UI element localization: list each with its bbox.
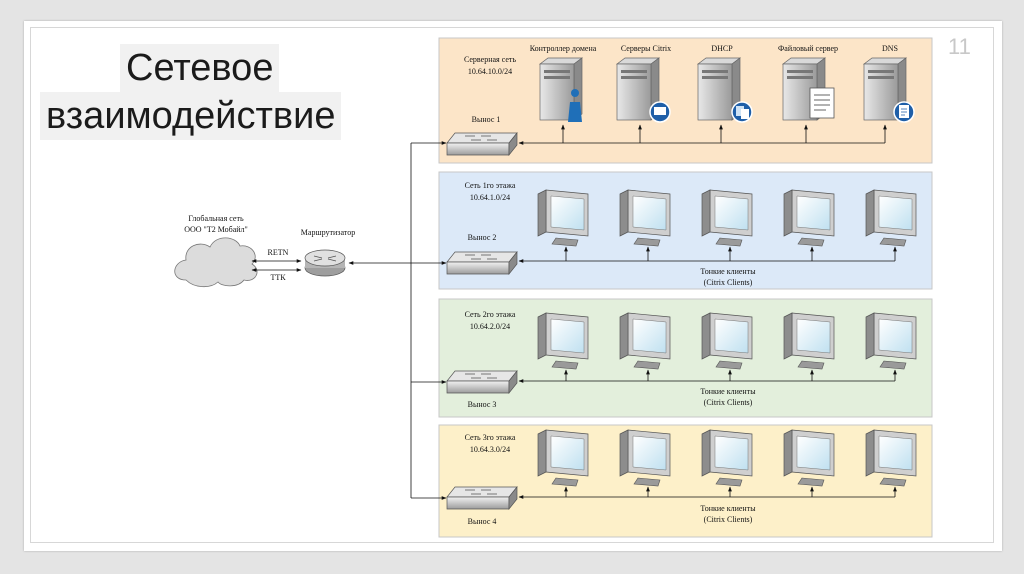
switch-icon	[446, 251, 518, 275]
device-label-citrix-servers: Серверы Citrix	[620, 44, 672, 53]
slide-title-line-1: Сетевое	[120, 44, 280, 92]
switch-3-label: Вынос 3	[467, 400, 497, 409]
zone-floor-1-subnet: 10.64.1.0/24	[469, 193, 511, 202]
router-label: Маршрутизатор	[300, 228, 356, 237]
zone-floor-2-subnet: 10.64.2.0/24	[469, 322, 511, 331]
zone-floor-2	[438, 298, 933, 418]
zone-floor-1-name: Сеть 1го этажа	[464, 181, 516, 190]
cloud-label-line-1: Глобальная сеть	[188, 214, 244, 223]
zone-floor-3	[438, 424, 933, 538]
switch-2-label: Вынос 2	[467, 233, 497, 242]
dhcp-badge-icon	[731, 101, 753, 123]
switch-icon	[446, 132, 518, 156]
dns-badge-icon	[893, 101, 915, 123]
floor-1-clients-label: Тонкие клиенты	[700, 267, 756, 276]
zone-floor-3-name: Сеть 3го этажа	[464, 433, 516, 442]
zone-floor-1	[438, 171, 933, 290]
zone-servers-subnet: 10.64.10.0/24	[467, 67, 513, 76]
zone-servers-name: Серверная сеть	[463, 55, 517, 64]
device-label-domain-controller: Контроллер домена	[529, 44, 597, 53]
link-label-ttk: ТТК	[270, 273, 286, 282]
switch-icon	[446, 486, 518, 510]
link-label-retn: RETN	[267, 248, 289, 257]
device-label-dns: DNS	[881, 44, 898, 53]
cloud-label-line-2: ООО "Т2 Мобайл"	[184, 225, 248, 234]
document-badge-icon	[809, 87, 835, 119]
cloud-icon	[174, 237, 258, 288]
switch-4-label: Вынос 4	[467, 517, 497, 526]
floor-2-clients-sublabel: (Citrix Clients)	[703, 398, 753, 407]
floor-3-clients-label: Тонкие клиенты	[700, 504, 756, 513]
router-icon	[304, 249, 346, 277]
switch-1-label: Вынос 1	[471, 115, 501, 124]
switch-icon	[446, 370, 518, 394]
floor-2-clients-label: Тонкие клиенты	[700, 387, 756, 396]
zone-floor-3-subnet: 10.64.3.0/24	[469, 445, 511, 454]
slide-title-line-2: взаимодействие	[40, 92, 342, 140]
floor-1-clients-sublabel: (Citrix Clients)	[703, 278, 753, 287]
device-label-dhcp: DHCP	[711, 44, 733, 53]
zone-floor-2-name: Сеть 2го этажа	[464, 310, 516, 319]
page-number: 11	[948, 34, 971, 59]
user-badge-icon	[568, 89, 582, 122]
citrix-badge-icon	[649, 101, 671, 123]
slide-frame	[30, 27, 994, 543]
floor-3-clients-sublabel: (Citrix Clients)	[703, 515, 753, 524]
device-label-file-server: Файловый сервер	[777, 44, 839, 53]
